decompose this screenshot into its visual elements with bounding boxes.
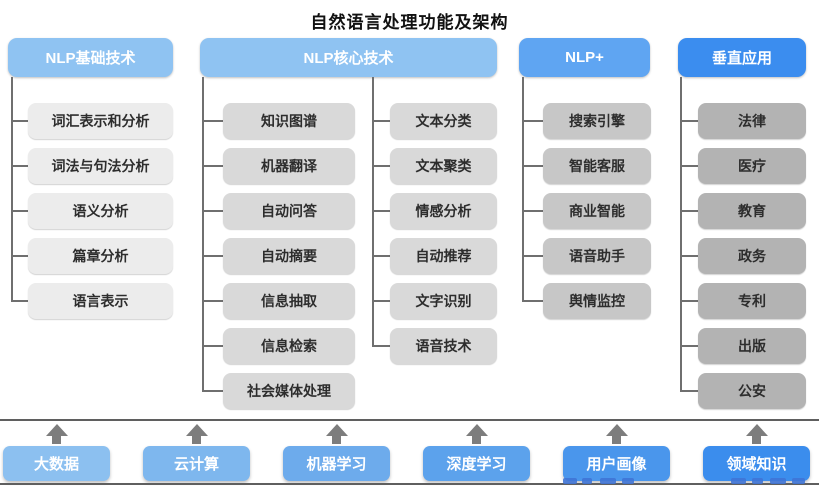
tree-node: 出版 (698, 328, 806, 364)
column-header: NLP核心技术 (200, 38, 497, 77)
tree-node: 自动推荐 (390, 238, 497, 274)
connector-vline (522, 77, 524, 301)
tree-node: 文本聚类 (390, 148, 497, 184)
foundation-node: 用户画像 (563, 446, 670, 481)
connector-vline (202, 77, 204, 391)
connector-tick (372, 255, 390, 257)
connector-tick (680, 300, 698, 302)
tree-node: 自动摘要 (223, 238, 355, 274)
up-arrow-stem (332, 435, 341, 444)
connector-tick (11, 120, 28, 122)
tree-node: 文字识别 (390, 283, 497, 319)
tree-node: 智能客服 (543, 148, 651, 184)
tree-node: 词汇表示和分析 (28, 103, 173, 139)
connector-tick (680, 210, 698, 212)
up-arrow-icon (45, 424, 68, 436)
foundation-node: 云计算 (143, 446, 250, 481)
tree-node: 商业智能 (543, 193, 651, 229)
tree-node: 教育 (698, 193, 806, 229)
foundation-node: 深度学习 (423, 446, 530, 481)
connector-tick (522, 210, 543, 212)
watermark-fragment (792, 478, 805, 484)
connector-tick (372, 120, 390, 122)
tree-node: 语言表示 (28, 283, 173, 319)
connector-tick (202, 120, 223, 122)
tree-node: 词法与句法分析 (28, 148, 173, 184)
up-arrow-icon (325, 424, 348, 436)
connector-tick (11, 165, 28, 167)
watermark-fragment (731, 478, 746, 484)
up-arrow-icon (745, 424, 768, 436)
tree-node: 舆情监控 (543, 283, 651, 319)
tree-node: 专利 (698, 283, 806, 319)
watermark-fragment (622, 478, 634, 484)
tree-node: 搜索引擎 (543, 103, 651, 139)
watermark-fragment (770, 478, 786, 484)
separator-line-bottom (0, 483, 819, 485)
connector-tick (522, 165, 543, 167)
tree-node: 文本分类 (390, 103, 497, 139)
connector-tick (202, 300, 223, 302)
tree-node: 公安 (698, 373, 806, 409)
connector-tick (680, 345, 698, 347)
tree-node: 法律 (698, 103, 806, 139)
column-header: 垂直应用 (678, 38, 806, 77)
foundation-node: 领域知识 (703, 446, 810, 481)
tree-node: 语义分析 (28, 193, 173, 229)
watermark-fragment (752, 478, 763, 484)
separator-line-top (0, 419, 819, 421)
up-arrow-icon (185, 424, 208, 436)
connector-tick (372, 300, 390, 302)
connector-tick (202, 210, 223, 212)
connector-tick (11, 300, 28, 302)
up-arrow-stem (52, 435, 61, 444)
column-header: NLP+ (519, 38, 650, 77)
connector-tick (372, 345, 390, 347)
watermark-fragment (563, 478, 577, 484)
connector-tick (372, 165, 390, 167)
connector-tick (202, 165, 223, 167)
connector-tick (680, 255, 698, 257)
tree-node: 语音技术 (390, 328, 497, 364)
tree-node: 情感分析 (390, 193, 497, 229)
foundation-node: 大数据 (3, 446, 110, 481)
connector-vline (680, 77, 682, 391)
up-arrow-stem (192, 435, 201, 444)
connector-tick (680, 120, 698, 122)
up-arrow-stem (612, 435, 621, 444)
connector-tick (522, 300, 543, 302)
connector-tick (372, 210, 390, 212)
tree-node: 自动问答 (223, 193, 355, 229)
diagram-title: 自然语言处理功能及架构 (310, 13, 509, 32)
connector-tick (680, 165, 698, 167)
connector-tick (522, 120, 543, 122)
up-arrow-icon (605, 424, 628, 436)
connector-tick (202, 390, 223, 392)
tree-node: 社会媒体处理 (223, 373, 355, 409)
column-header: NLP基础技术 (8, 38, 173, 77)
connector-tick (522, 255, 543, 257)
connector-tick (202, 255, 223, 257)
tree-node: 机器翻译 (223, 148, 355, 184)
tree-node: 信息抽取 (223, 283, 355, 319)
tree-node: 语音助手 (543, 238, 651, 274)
tree-node: 信息检索 (223, 328, 355, 364)
watermark-fragment (582, 478, 592, 484)
connector-tick (11, 255, 28, 257)
up-arrow-stem (472, 435, 481, 444)
up-arrow-stem (752, 435, 761, 444)
up-arrow-icon (465, 424, 488, 436)
tree-node: 政务 (698, 238, 806, 274)
connector-vline (11, 77, 13, 301)
tree-node: 知识图谱 (223, 103, 355, 139)
tree-node: 医疗 (698, 148, 806, 184)
connector-tick (11, 210, 28, 212)
connector-tick (202, 345, 223, 347)
watermark-fragment (600, 478, 616, 484)
connector-tick (680, 390, 698, 392)
tree-node: 篇章分析 (28, 238, 173, 274)
foundation-node: 机器学习 (283, 446, 390, 481)
